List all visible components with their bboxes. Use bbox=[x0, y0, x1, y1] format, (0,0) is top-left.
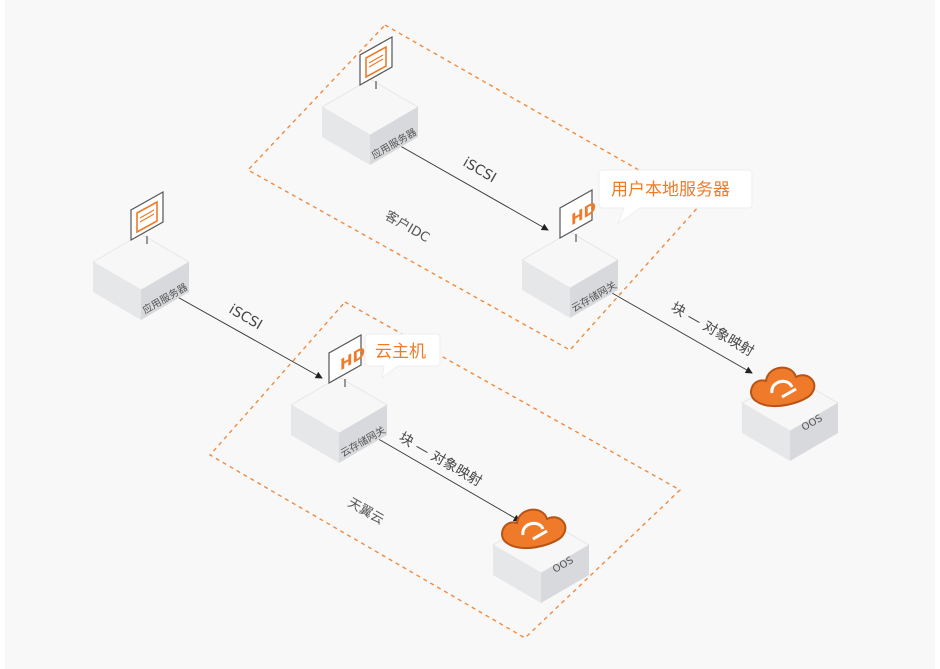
callout-local-server: 用户本地服务器 bbox=[598, 169, 753, 226]
oos-cloud-icon bbox=[501, 508, 567, 550]
background-panel bbox=[5, 0, 935, 669]
callout-label-cloud-host: 云主机 bbox=[375, 342, 426, 362]
edge-block-object-top bbox=[597, 284, 753, 374]
zone-customer-idc bbox=[246, 24, 702, 351]
monitor-hd-icon: HD bbox=[328, 333, 365, 387]
edge-block-object-bottom bbox=[367, 432, 521, 522]
edge-iscsi-left bbox=[164, 289, 323, 379]
node-oos-bottom: OOS bbox=[492, 508, 590, 604]
node-oos-top: OOS bbox=[741, 366, 839, 462]
callout-label-local-server: 用户本地服务器 bbox=[611, 180, 730, 200]
monitor-server-icon bbox=[359, 35, 393, 89]
oos-cloud-icon bbox=[750, 366, 816, 408]
edge-iscsi-top bbox=[394, 142, 549, 231]
callout-cloud-host: 云主机 bbox=[364, 333, 441, 380]
zone-tianyi-cloud bbox=[208, 301, 682, 639]
monitor-server-icon bbox=[130, 190, 164, 244]
